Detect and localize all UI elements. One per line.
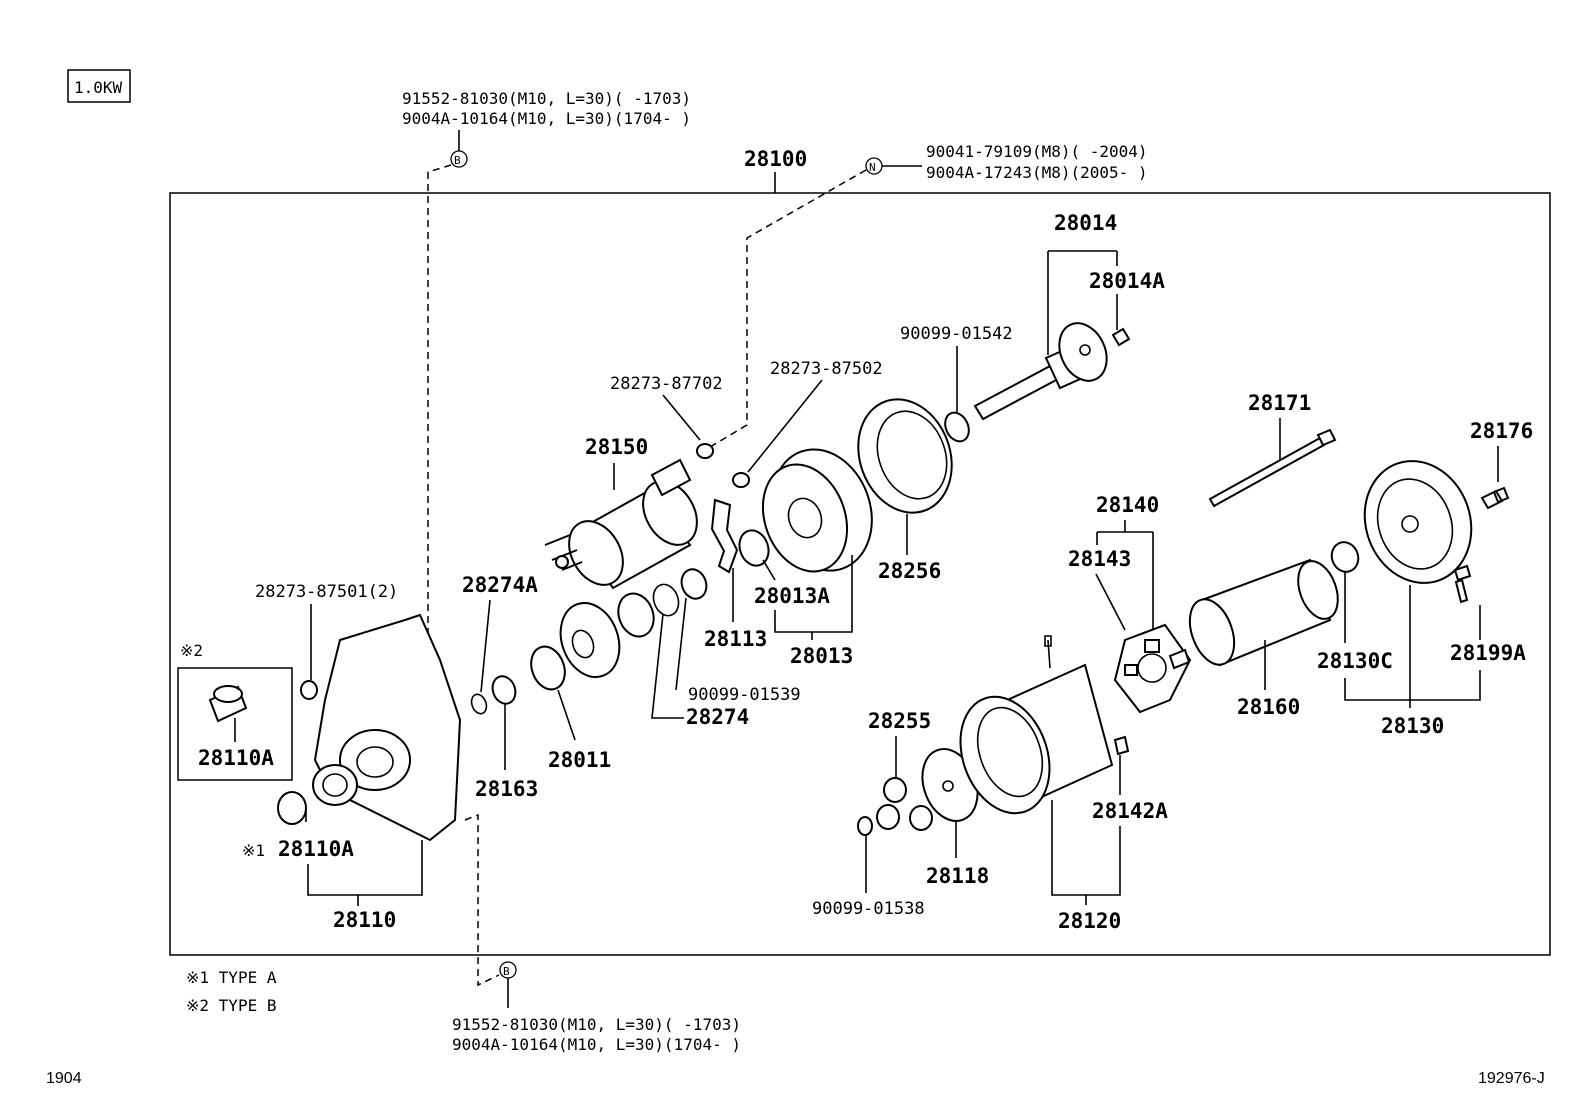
lever-28113: [710, 498, 739, 574]
legend-type-b: ※2 TYPE B: [186, 996, 276, 1015]
through-bolt-28171: [1208, 428, 1337, 508]
bushing-28130C: [1330, 541, 1360, 573]
mark-2: ※2: [180, 641, 203, 660]
nut-note-2: 9004A-17243(M8)(2005- ): [926, 163, 1148, 182]
label-28120: 28120: [1058, 909, 1121, 933]
bolt-note-bottom-2: 9004A-10164(M10, L=30)(1704- ): [452, 1035, 741, 1054]
ring-gear-28256: [857, 398, 953, 514]
nut-note-1: 90041-79109(M8)( -2004): [926, 142, 1148, 161]
label-28160: 28160: [1237, 695, 1300, 719]
collar: [617, 592, 655, 638]
label-28171: 28171: [1248, 391, 1311, 415]
label-28142A: 28142A: [1092, 799, 1168, 823]
washer-90099-01538: [857, 816, 873, 836]
label-28110A: 28110A: [278, 837, 354, 861]
yoke-28120: [959, 635, 1130, 815]
nut-28273-87501: [300, 680, 318, 700]
gear-housing-28013: [761, 448, 873, 573]
label-28274: 28274: [686, 705, 749, 729]
label-28140: 28140: [1096, 493, 1159, 517]
label-28130C: 28130C: [1317, 649, 1393, 673]
label-28014: 28014: [1054, 211, 1117, 235]
label-28274A: 28274A: [462, 573, 538, 597]
planet-gears-28255: [876, 777, 933, 831]
marker-b-top-label: B: [454, 154, 461, 167]
bolt-note-bottom-1: 91552-81030(M10, L=30)( -1703): [452, 1015, 741, 1034]
label-90099-01542: 90099-01542: [900, 324, 1013, 344]
armature-28160: [1168, 558, 1339, 670]
marker-n-label: N: [869, 161, 876, 174]
bushing-type-b: [208, 685, 248, 723]
label-28199A: 28199A: [1450, 641, 1526, 665]
drive-housing-28110: [312, 613, 462, 842]
label-28273-87501: 28273-87501(2): [255, 582, 398, 602]
type-b-box: [177, 667, 293, 781]
label-28130: 28130: [1381, 714, 1444, 738]
bolt-note-top-1: 91552-81030(M10, L=30)( -1703): [402, 89, 691, 108]
solenoid-28150: [544, 458, 698, 590]
bushing-28110A: [277, 791, 307, 825]
label-28113: 28113: [704, 627, 767, 651]
ring-28163: [491, 675, 517, 705]
label-28273-87702: 28273-87702: [610, 374, 723, 394]
label-28143: 28143: [1068, 547, 1131, 571]
washer-90099-01542: [944, 411, 970, 443]
brush-holder-28140: [1113, 623, 1192, 714]
label-90099-01539: 90099-01539: [688, 685, 801, 705]
marker-n: [865, 157, 883, 175]
drive-shaft: [973, 322, 1131, 421]
end-frame-28130: [1363, 460, 1473, 584]
label-28110: 28110: [333, 908, 396, 932]
capacity-badge: 1.0KW: [74, 78, 123, 97]
marker-b-top: [450, 150, 468, 168]
legend-type-a: ※1 TYPE A: [186, 968, 277, 987]
label-28150: 28150: [585, 435, 648, 459]
mark-1: ※1: [242, 841, 265, 860]
washer-90099-01539: [680, 568, 708, 600]
screw-28176: [1480, 486, 1510, 510]
bolt-28199A: [1453, 564, 1472, 604]
label-28256: 28256: [878, 559, 941, 583]
marker-b-bottom-label: B: [503, 965, 510, 978]
label-28013: 28013: [790, 644, 853, 668]
label-28100: 28100: [744, 147, 807, 171]
bolt-note-top-2: 9004A-10164(M10, L=30)(1704- ): [402, 109, 691, 128]
label-28176: 28176: [1470, 419, 1533, 443]
nut-28273-87502: [732, 472, 750, 488]
label-28014A: 28014A: [1089, 269, 1165, 293]
label-28013A: 28013A: [754, 584, 830, 608]
label-90099-01538: 90099-01538: [812, 899, 925, 919]
footer-right-code: 192976-J: [1478, 1070, 1545, 1087]
label-28118: 28118: [926, 864, 989, 888]
label-28011: 28011: [548, 748, 611, 772]
snap-ring-28274: [652, 583, 680, 617]
snap-ring-28274A: [470, 693, 488, 715]
assembly-frame: [169, 192, 1551, 956]
label-28163: 28163: [475, 777, 538, 801]
pinion-gear: [530, 645, 566, 691]
label-28110A-type-b: 28110A: [198, 746, 274, 770]
nut-28273-87702: [696, 443, 714, 459]
footer-left-code: 1904: [46, 1070, 82, 1087]
bearing-28013A: [738, 529, 770, 567]
label-28255: 28255: [868, 709, 931, 733]
capacity-badge-frame: [67, 69, 131, 103]
clutch-28011: [559, 602, 621, 678]
label-28273-87502: 28273-87502: [770, 359, 883, 379]
